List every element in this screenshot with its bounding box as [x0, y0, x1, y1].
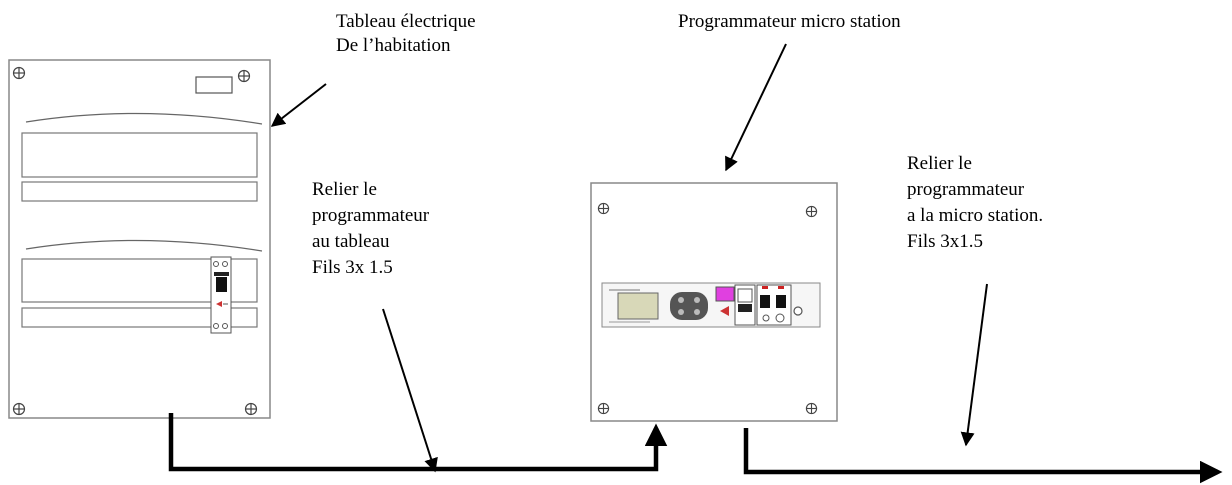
- link-panel-line: Fils 3x 1.5: [312, 257, 393, 278]
- lcd-display: [617, 292, 659, 320]
- arrow-icon: [270, 83, 327, 127]
- link-panel-line: au tableau: [312, 231, 390, 252]
- panel-title-line2: De l’habitation: [336, 35, 451, 56]
- arrow-icon: [382, 308, 438, 473]
- link-station-note: Relier le programmateur a la micro stati…: [907, 151, 1043, 255]
- programmer-title: Programmateur micro station: [678, 11, 901, 32]
- link-station-line: Relier le: [907, 153, 972, 174]
- magenta-breaker: [715, 286, 735, 302]
- arrow-icon: [725, 43, 787, 172]
- link-station-line: Fils 3x1.5: [907, 231, 984, 252]
- panel-title: Tableau électrique De l’habitation: [336, 10, 476, 58]
- wire-panel-to-programmer: [168, 413, 668, 472]
- programmer-enclosure: [590, 182, 838, 422]
- screw-icon: [237, 69, 251, 83]
- wire-programmer-to-station: [743, 428, 1223, 484]
- screw-icon: [12, 402, 26, 416]
- keypad: [670, 292, 708, 320]
- arrow-icon: [960, 283, 988, 447]
- screw-icon: [805, 402, 818, 415]
- panel-frame: [8, 59, 271, 419]
- panel-label-slot: [195, 76, 233, 94]
- screw-icon: [597, 202, 610, 215]
- screw-icon: [805, 205, 818, 218]
- upper-cover-curve: [25, 112, 263, 125]
- upper-label-strip: [21, 181, 258, 202]
- link-panel-line: Relier le: [312, 179, 377, 200]
- link-panel-line: programmateur: [312, 205, 430, 226]
- lower-label-strip: [21, 307, 258, 328]
- lower-cover-curve: [25, 239, 263, 252]
- link-station-line: programmateur: [907, 179, 1025, 200]
- link-panel-note: Relier le programmateur au tableau Fils …: [312, 177, 429, 281]
- screw-icon: [244, 402, 258, 416]
- circuit-breaker: [210, 256, 232, 334]
- panel-title-line1: Tableau électrique: [336, 11, 476, 32]
- upper-rail-cover: [21, 132, 258, 178]
- screw-icon: [597, 402, 610, 415]
- screw-icon: [12, 66, 26, 80]
- link-station-line: a la micro station.: [907, 205, 1044, 226]
- electrical-panel: [8, 59, 271, 419]
